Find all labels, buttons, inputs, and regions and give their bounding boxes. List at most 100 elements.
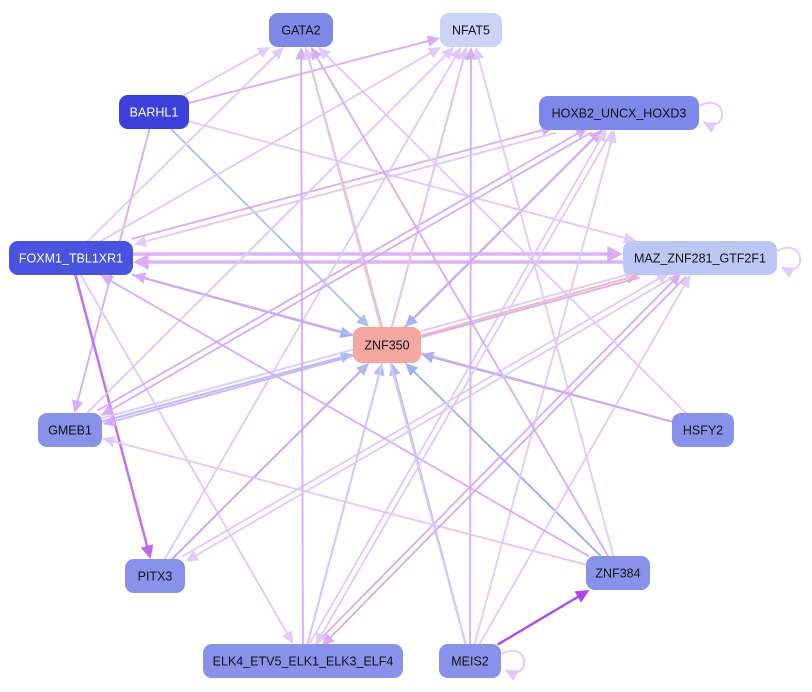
node-BARHL1[interactable]: BARHL1 bbox=[119, 95, 189, 129]
edge-ZNF384-NFAT5[interactable] bbox=[473, 47, 615, 557]
arrowhead-icon bbox=[356, 314, 369, 327]
edge-HSFY2-GATA2[interactable] bbox=[318, 47, 687, 414]
node-shape-BARHL1 bbox=[119, 95, 189, 129]
arrowhead-icon bbox=[310, 47, 323, 61]
node-FOXM1[interactable]: FOXM1_TBL1XR1 bbox=[9, 241, 133, 275]
edge-MEIS2-MAZ[interactable] bbox=[478, 275, 691, 645]
arrowhead-icon bbox=[102, 415, 117, 427]
arrowhead-icon bbox=[100, 404, 115, 416]
arrowhead-icon bbox=[505, 670, 519, 681]
edge-ZNF384-GMEB1[interactable] bbox=[102, 435, 587, 566]
edge-HOXB2-HOXB2[interactable] bbox=[698, 101, 724, 133]
edge-FOXM1-GATA2[interactable] bbox=[87, 47, 284, 242]
node-shape-MAZ bbox=[623, 241, 777, 275]
node-MEIS2[interactable]: MEIS2 bbox=[439, 644, 501, 678]
edge-MEIS2-HOXB2[interactable] bbox=[473, 130, 617, 645]
arrowhead-icon bbox=[441, 47, 454, 60]
edge-layer bbox=[72, 35, 802, 681]
edge-line bbox=[324, 52, 687, 414]
edge-line bbox=[411, 368, 602, 557]
node-HSFY2[interactable]: HSFY2 bbox=[672, 413, 734, 447]
edge-BARHL1-NFAT5[interactable] bbox=[188, 35, 440, 104]
edge-GMEB1-NFAT5[interactable] bbox=[86, 47, 454, 414]
edge-line bbox=[87, 52, 278, 242]
edge-ZNF350-MAZ[interactable] bbox=[420, 272, 639, 337]
arrowhead-icon bbox=[405, 363, 419, 376]
arrowhead-icon bbox=[589, 130, 602, 143]
edge-line bbox=[193, 276, 674, 558]
edge-ELK4-GATA2[interactable] bbox=[295, 47, 307, 645]
edge-MAZ-ELK4[interactable] bbox=[321, 276, 687, 647]
edge-MEIS2-ZNF384[interactable] bbox=[497, 590, 590, 646]
edge-GMEB1-HOXB2[interactable] bbox=[96, 127, 589, 412]
edge-line bbox=[183, 50, 263, 96]
node-shape-GATA2 bbox=[269, 13, 333, 47]
arrowhead-icon bbox=[133, 254, 149, 270]
edge-line bbox=[478, 282, 687, 645]
arrowhead-icon bbox=[133, 272, 147, 284]
edge-BARHL1-ZNF350[interactable] bbox=[170, 128, 369, 327]
arrowhead-icon bbox=[102, 435, 116, 448]
edge-line bbox=[314, 54, 610, 557]
edge-HOXB2-ELK4[interactable] bbox=[315, 130, 613, 646]
node-shape-GMEB1 bbox=[38, 413, 102, 447]
node-shape-ZNF384 bbox=[586, 556, 650, 590]
edge-ELK4-HOXB2[interactable] bbox=[309, 128, 607, 644]
edge-ZNF384-GATA2[interactable] bbox=[310, 47, 610, 557]
edge-MEIS2-MEIS2[interactable] bbox=[500, 649, 526, 681]
self-loop-edge bbox=[698, 101, 724, 126]
arrowhead-icon bbox=[133, 235, 148, 247]
arrowhead-icon bbox=[473, 47, 485, 61]
edge-ELK4-MAZ[interactable] bbox=[316, 272, 682, 643]
edge-line bbox=[79, 274, 290, 637]
arrowhead-icon bbox=[140, 544, 154, 559]
node-PITX3[interactable]: PITX3 bbox=[125, 559, 185, 593]
edge-line bbox=[110, 439, 587, 566]
node-ELK4[interactable]: ELK4_ETV5_ELK1_ELK3_ELF4 bbox=[203, 644, 403, 678]
edge-line bbox=[316, 278, 676, 643]
edge-BARHL1-GATA2[interactable] bbox=[183, 47, 271, 96]
edge-line bbox=[142, 131, 557, 243]
edge-line bbox=[99, 50, 434, 242]
arrowhead-icon bbox=[426, 35, 440, 47]
arrowhead-icon bbox=[321, 633, 335, 647]
edge-line bbox=[497, 594, 582, 646]
edge-BARHL1-MAZ[interactable] bbox=[188, 120, 637, 244]
arrowhead-icon bbox=[427, 47, 442, 59]
node-ZNF384[interactable]: ZNF384 bbox=[586, 556, 650, 590]
edge-FOXM1-NFAT5[interactable] bbox=[99, 47, 442, 242]
edge-ZNF384-FOXM1[interactable] bbox=[100, 275, 590, 557]
edge-PITX3-MAZ[interactable] bbox=[181, 272, 670, 558]
edge-HOXB2-GMEB1[interactable] bbox=[100, 131, 593, 416]
edge-line bbox=[300, 55, 304, 645]
node-NFAT5[interactable]: NFAT5 bbox=[440, 13, 502, 47]
edge-MAZ-PITX3[interactable] bbox=[185, 276, 674, 562]
node-MAZ[interactable]: MAZ_ZNF281_GTF2F1 bbox=[623, 241, 777, 275]
arrowhead-icon bbox=[315, 631, 327, 646]
edge-MAZ-MAZ[interactable] bbox=[776, 246, 802, 278]
arrowhead-icon bbox=[595, 128, 607, 143]
arrowhead-icon bbox=[607, 246, 623, 262]
node-GATA2[interactable]: GATA2 bbox=[269, 13, 333, 47]
arrowhead-icon bbox=[668, 272, 682, 286]
edge-ZNF384-ZNF350[interactable] bbox=[405, 363, 602, 557]
node-GMEB1[interactable]: GMEB1 bbox=[38, 413, 102, 447]
node-ZNF350[interactable]: ZNF350 bbox=[353, 327, 421, 363]
arrowhead-icon bbox=[574, 590, 590, 603]
node-shape-ZNF350 bbox=[353, 327, 421, 363]
node-shape-HOXB2 bbox=[539, 96, 699, 130]
edge-FOXM1-ELK4[interactable] bbox=[79, 274, 294, 644]
node-HOXB2[interactable]: HOXB2_UNCX_HOXD3 bbox=[539, 96, 699, 130]
edge-HOXB2-FOXM1[interactable] bbox=[133, 131, 557, 247]
edge-MEIS2-NFAT5[interactable] bbox=[465, 47, 477, 645]
node-shape-ELK4 bbox=[203, 644, 403, 678]
arrowhead-icon bbox=[318, 47, 331, 60]
arrowhead-icon bbox=[679, 275, 691, 289]
arrowhead-icon bbox=[457, 47, 469, 61]
arrowhead-icon bbox=[100, 275, 115, 287]
edge-MAZ-FOXM1[interactable] bbox=[133, 254, 625, 270]
self-loop-edge bbox=[776, 246, 802, 271]
edge-line bbox=[163, 54, 458, 560]
edge-PITX3-NFAT5[interactable] bbox=[163, 47, 462, 560]
